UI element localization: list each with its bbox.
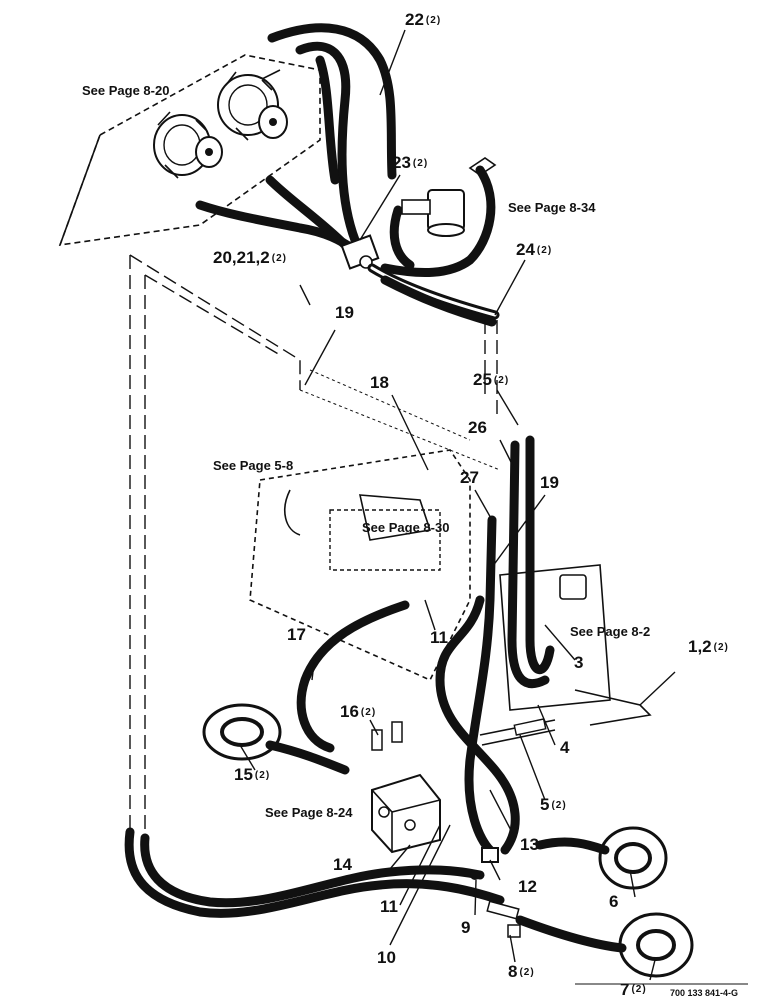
leader-lines <box>239 29 676 981</box>
hydraulic-tank <box>499 564 652 726</box>
hose-22 <box>267 23 397 245</box>
callout-14: 14 <box>333 855 352 874</box>
hose-24 <box>367 263 500 327</box>
hydraulic-pump-right <box>217 71 288 141</box>
engine-pump-assembly <box>249 449 471 682</box>
hose-5 <box>479 718 556 746</box>
callout-1-2: 1,2(2) <box>688 637 729 656</box>
callout-8: 8(2) <box>508 962 535 981</box>
frame-outline <box>129 254 501 835</box>
callout-26: 26 <box>468 418 487 437</box>
ref-page-8-34: See Page 8-34 <box>508 200 596 215</box>
callout-9: 9 <box>461 918 470 937</box>
callout-23: 23(2) <box>392 153 428 172</box>
filter-hoses <box>380 165 496 278</box>
callout-27: 27 <box>460 468 479 487</box>
ref-page-8-30: See Page 8-30 <box>362 520 449 535</box>
callout-5: 5(2) <box>540 795 567 814</box>
return-hose-bottom <box>124 827 505 918</box>
figure-code: 700 133 841-4-G <box>670 988 738 998</box>
tee-fitting-12 <box>470 847 521 938</box>
ref-page-8-24: See Page 8-24 <box>265 805 353 820</box>
callout-11-mid: 11 <box>430 628 448 647</box>
callout-25: 25(2) <box>473 370 509 389</box>
filter-assembly <box>401 157 497 237</box>
callout-20-21-2: 20,21,2(2) <box>213 248 287 267</box>
callout-24: 24(2) <box>516 240 552 259</box>
callout-11-bottom: 11 <box>380 897 398 916</box>
manifold-block <box>340 234 380 270</box>
ref-page-5-8: See Page 5-8 <box>213 458 293 473</box>
fittings-16 <box>371 721 403 751</box>
callout-15: 15(2) <box>234 765 270 784</box>
vertical-hoses <box>435 435 555 855</box>
ref-page-8-20: See Page 8-20 <box>82 83 169 98</box>
callout-10: 10 <box>377 948 396 967</box>
pump-hoses <box>195 175 360 255</box>
ref-page-8-2: See Page 8-2 <box>570 624 650 639</box>
hydraulic-pump-left <box>153 111 223 179</box>
callout-16: 16(2) <box>340 702 376 721</box>
hose-17 <box>296 600 410 753</box>
callout-19-mid: 19 <box>540 473 559 492</box>
callout-17: 17 <box>287 625 306 644</box>
callout-3: 3 <box>574 653 583 672</box>
callout-4: 4 <box>560 738 570 757</box>
callout-18: 18 <box>370 373 389 392</box>
callout-6: 6 <box>609 892 618 911</box>
callout-7: 7(2) <box>620 980 647 999</box>
control-valve-14 <box>371 773 441 854</box>
hose-coil-6 <box>535 826 668 890</box>
hose-coil-7 <box>515 912 694 978</box>
callout-19-top: 19 <box>335 303 354 322</box>
callout-22: 22(2) <box>405 10 441 29</box>
callout-13: 13 <box>520 835 539 854</box>
hose-coil-15 <box>202 703 350 775</box>
callout-12: 12 <box>518 877 537 896</box>
